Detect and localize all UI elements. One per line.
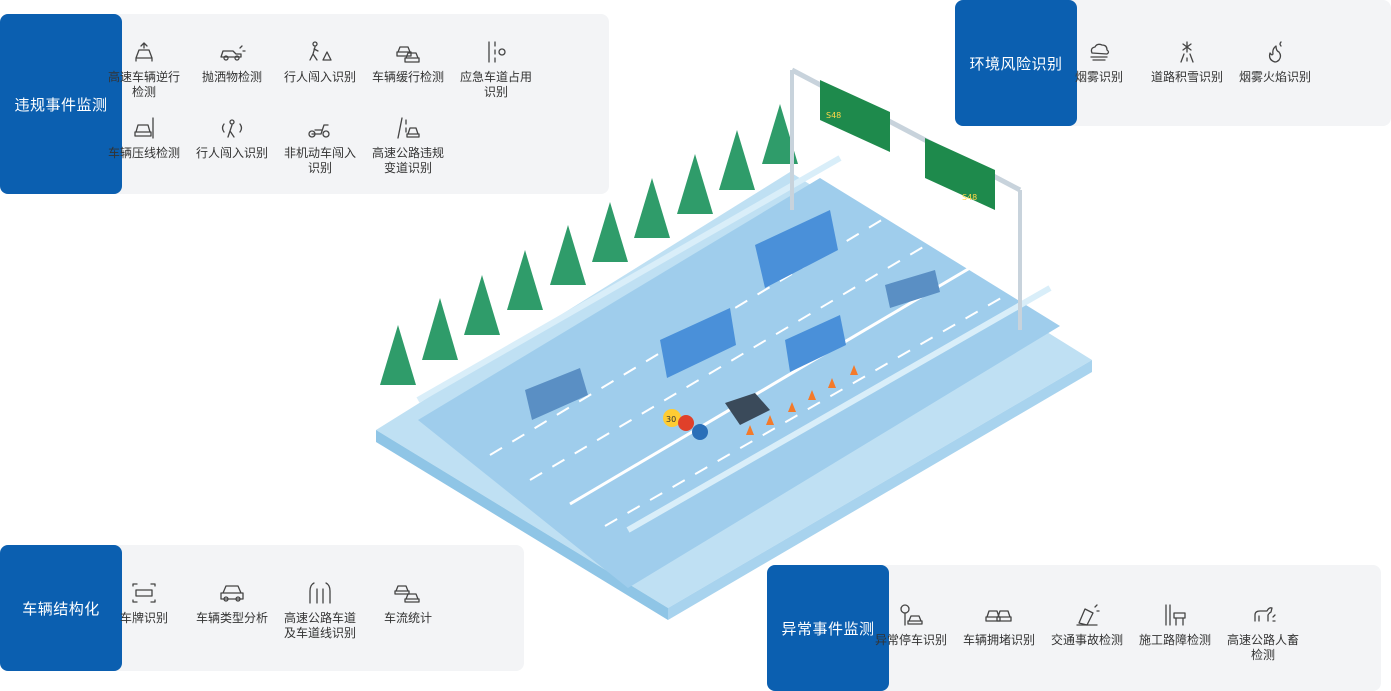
highway-scene-illustration: S48 S48 30 [376,67,1092,620]
violation-item: 高速公路违规 变道识别 [363,116,453,176]
violation-item: 行人闯入识别 [187,116,277,161]
violation-panel: 违规事件监测 高速车辆逆行 检测抛洒物检测行人闯入识别车辆缓行检测应急车道占用 … [0,14,609,194]
fire-smoke-icon [1261,40,1289,64]
structure-item-label: 车辆类型分析 [195,611,268,625]
anomaly-item-label: 高速公路人畜 检测 [1226,633,1299,662]
environment-item: 烟雾识别 [1054,40,1144,85]
violation-item: 高速车辆逆行 检测 [99,40,189,100]
anomaly-item-label: 施工路障检测 [1138,633,1211,647]
violation-item-label: 行人闯入识别 [283,70,356,84]
anomaly-item: 异常停车识别 [866,603,956,648]
speed-sign-value: 30 [666,415,676,424]
violation-item: 行人闯入识别 [275,40,365,85]
anomaly-item-label: 交通事故检测 [1050,633,1123,647]
traffic-flow-icon [394,581,422,605]
animal-icon [1249,603,1277,627]
structure-panel-title: 车辆结构化 [0,545,122,671]
sign-1-code: S48 [826,111,841,120]
violation-item: 应急车道占用 识别 [451,40,541,100]
anomaly-item: 高速公路人畜 检测 [1218,603,1308,663]
violation-panel-body [112,14,609,194]
abnormal-parking-icon [897,603,925,627]
vehicles [525,210,940,420]
accident-icon [1073,603,1101,627]
violation-item-label: 高速车辆逆行 检测 [107,70,180,99]
pedestrian-radar-icon [218,116,246,140]
sign-2-code: S48 [962,193,977,202]
license-plate-icon [130,581,158,605]
structure-item: 车牌识别 [99,581,189,626]
anomaly-panel-title: 异常事件监测 [767,565,889,691]
roadblock-icon [1161,603,1189,627]
environment-item-label: 道路积雪识别 [1150,70,1223,84]
anomaly-item: 车辆拥堵识别 [954,603,1044,648]
structure-panel: 车辆结构化 车牌识别 车辆类型分析 高速公路车道 及车道线识别 车流统计 [0,545,524,671]
gantry: S48 S48 [790,67,1022,330]
wrong-way-car-icon [130,40,158,64]
environment-item: 道路积雪识别 [1142,40,1232,85]
structure-item: 车辆类型分析 [187,581,277,626]
environment-item-label: 烟雾识别 [1074,70,1123,84]
structure-item-label: 高速公路车道 及车道线识别 [283,611,356,640]
anomaly-item: 施工路障检测 [1130,603,1220,648]
lanes-icon [306,581,334,605]
slow-traffic-icon [394,40,422,64]
anomaly-item: 交通事故检测 [1042,603,1132,648]
environment-panel: 环境风险识别 烟雾识别 道路积雪识别 烟雾火焰识别 [955,0,1391,126]
structure-item-label: 车流统计 [383,611,432,625]
violation-panel-title: 违规事件监测 [0,14,122,194]
construction-zone: 30 [663,365,858,440]
violation-item-label: 行人闯入识别 [195,146,268,160]
environment-item-label: 烟雾火焰识别 [1238,70,1311,84]
violation-item-label: 非机动车闯入 识别 [283,146,356,175]
violation-item-label: 应急车道占用 识别 [459,70,532,99]
pedestrian-warning-icon [306,40,334,64]
violation-item: 车辆缓行检测 [363,40,453,85]
car-type-icon [218,581,246,605]
trees [380,104,798,385]
smog-cloud-icon [1085,40,1113,64]
structure-item-label: 车牌识别 [119,611,168,625]
line-crossing-car-icon [130,116,158,140]
anomaly-panel: 异常事件监测 异常停车识别 车辆拥堵识别 交通事故检测 施工路障检测 高速公路人畜 检测 [767,565,1381,691]
structure-item: 高速公路车道 及车道线识别 [275,581,365,641]
anomaly-panel-body [879,565,1381,691]
congestion-icon [985,603,1013,627]
emergency-lane-icon [482,40,510,64]
violation-item: 车辆压线检测 [99,116,189,161]
anomaly-item-label: 车辆拥堵识别 [962,633,1035,647]
littering-car-icon [218,40,246,64]
environment-panel-title: 环境风险识别 [955,0,1077,126]
lane-change-icon [394,116,422,140]
anomaly-item-label: 异常停车识别 [874,633,947,647]
violation-item: 抛洒物检测 [187,40,277,85]
structure-item: 车流统计 [363,581,453,626]
scooter-icon [306,116,334,140]
violation-item-label: 车辆缓行检测 [371,70,444,84]
violation-item-label: 车辆压线检测 [107,146,180,160]
environment-panel-body [1067,0,1391,126]
environment-item: 烟雾火焰识别 [1230,40,1320,85]
violation-item-label: 高速公路违规 变道识别 [371,146,444,175]
snow-road-icon [1173,40,1201,64]
structure-panel-body [112,545,524,671]
violation-item: 非机动车闯入 识别 [275,116,365,176]
violation-item-label: 抛洒物检测 [201,70,262,84]
